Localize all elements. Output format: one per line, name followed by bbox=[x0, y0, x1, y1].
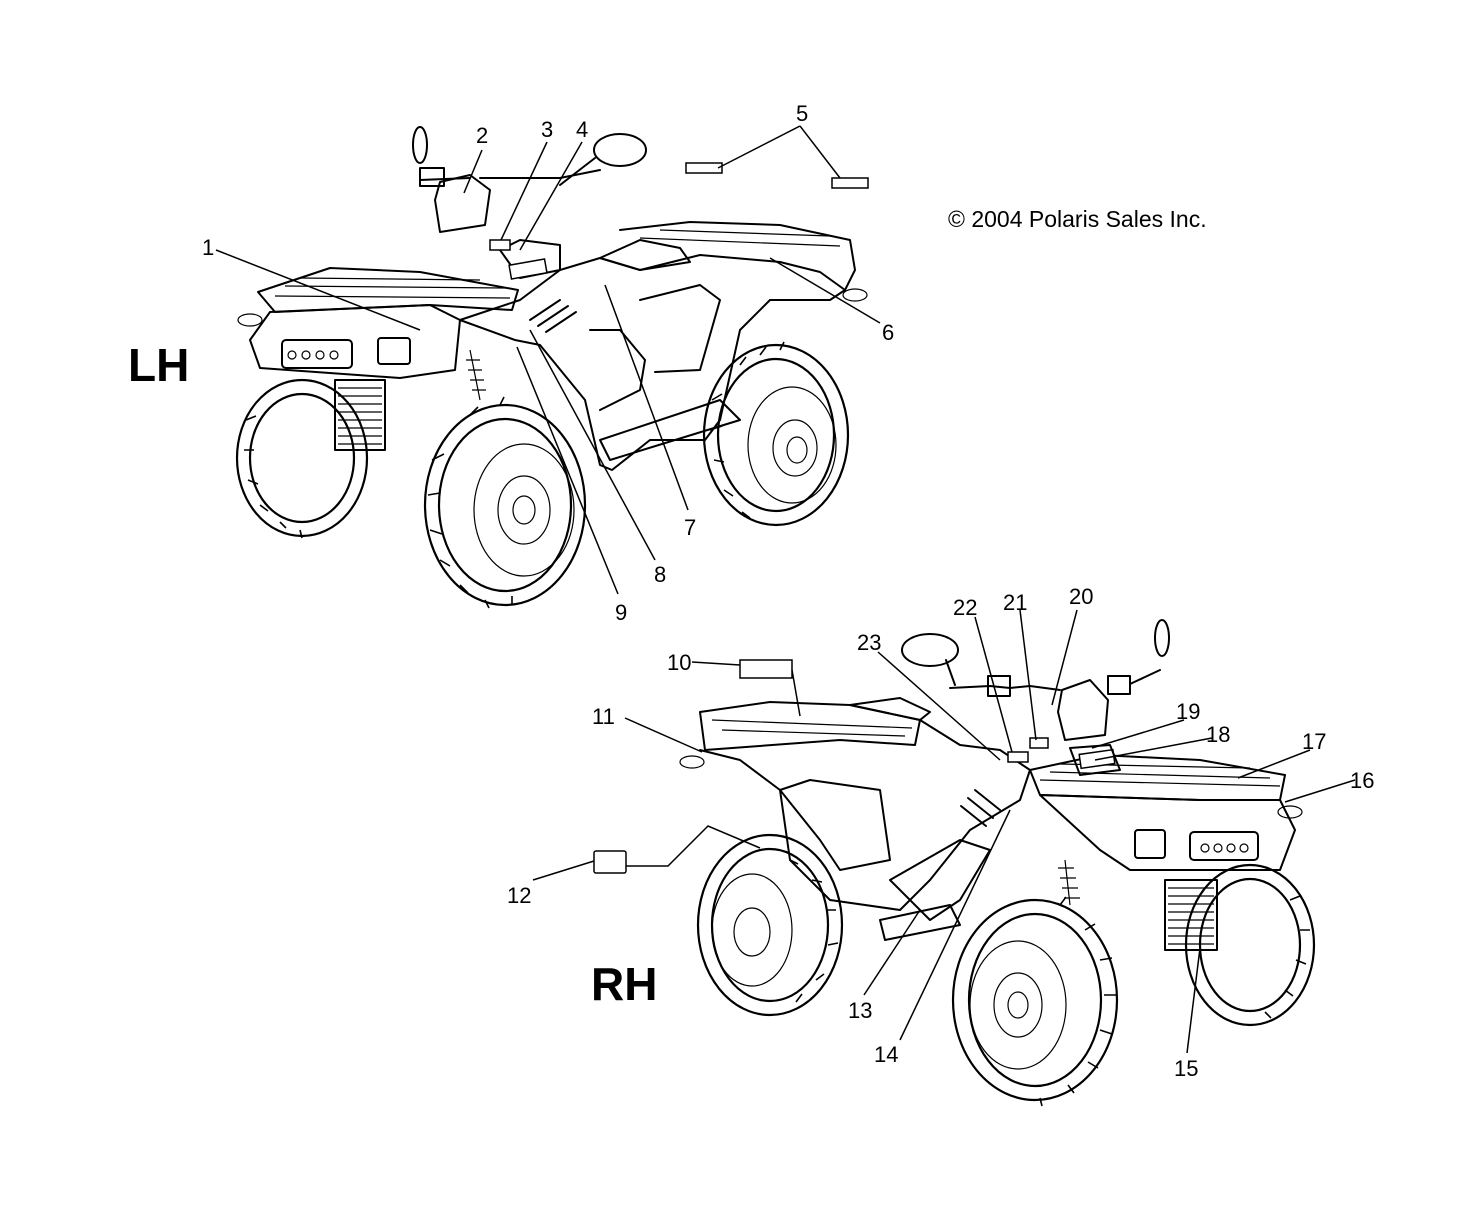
decal-12 bbox=[593, 850, 627, 874]
callout-5: 5 bbox=[796, 101, 808, 126]
view-label-lh: LH bbox=[128, 339, 189, 391]
lh-front-near-wheel bbox=[423, 396, 587, 609]
callout-8: 8 bbox=[654, 562, 666, 587]
rh-front-far-wheel bbox=[1184, 863, 1316, 1027]
lh-body bbox=[237, 126, 868, 471]
callout-19: 19 bbox=[1176, 699, 1200, 724]
callout-numbers: 1 2 3 4 5 6 7 8 9 10 11 12 13 14 15 16 1… bbox=[202, 101, 1374, 1081]
callout-7: 7 bbox=[684, 515, 696, 540]
callout-10: 10 bbox=[667, 650, 691, 675]
callout-23: 23 bbox=[857, 630, 881, 655]
callout-18: 18 bbox=[1206, 722, 1230, 747]
callout-11: 11 bbox=[592, 704, 615, 729]
callout-22: 22 bbox=[953, 595, 977, 620]
leader-lines bbox=[215, 125, 1356, 1054]
callout-12: 12 bbox=[507, 883, 531, 908]
callout-14: 14 bbox=[874, 1042, 898, 1067]
callout-1: 1 bbox=[202, 235, 214, 260]
atv-left-view bbox=[235, 126, 869, 609]
decal-10 bbox=[739, 659, 793, 679]
callout-21: 21 bbox=[1003, 590, 1027, 615]
callout-4: 4 bbox=[576, 117, 588, 142]
callout-3: 3 bbox=[541, 117, 553, 142]
callout-13: 13 bbox=[848, 998, 872, 1023]
rh-front-near-wheel bbox=[951, 896, 1119, 1107]
callout-2: 2 bbox=[476, 123, 488, 148]
decal-5b bbox=[831, 177, 869, 189]
callout-20: 20 bbox=[1069, 584, 1093, 609]
rh-body bbox=[679, 619, 1303, 951]
callout-15: 15 bbox=[1174, 1056, 1198, 1081]
rh-rear-wheel bbox=[696, 833, 844, 1017]
atv-right-view bbox=[593, 619, 1316, 1107]
copyright-text: © 2004 Polaris Sales Inc. bbox=[948, 206, 1207, 232]
lh-rear-wheel bbox=[702, 341, 850, 527]
callout-17: 17 bbox=[1302, 729, 1326, 754]
callout-16: 16 bbox=[1350, 768, 1374, 793]
callout-9: 9 bbox=[615, 600, 627, 625]
callout-6: 6 bbox=[882, 320, 894, 345]
decal-5a bbox=[685, 162, 723, 174]
view-label-rh: RH bbox=[591, 958, 657, 1010]
lh-front-far-wheel bbox=[235, 378, 369, 539]
